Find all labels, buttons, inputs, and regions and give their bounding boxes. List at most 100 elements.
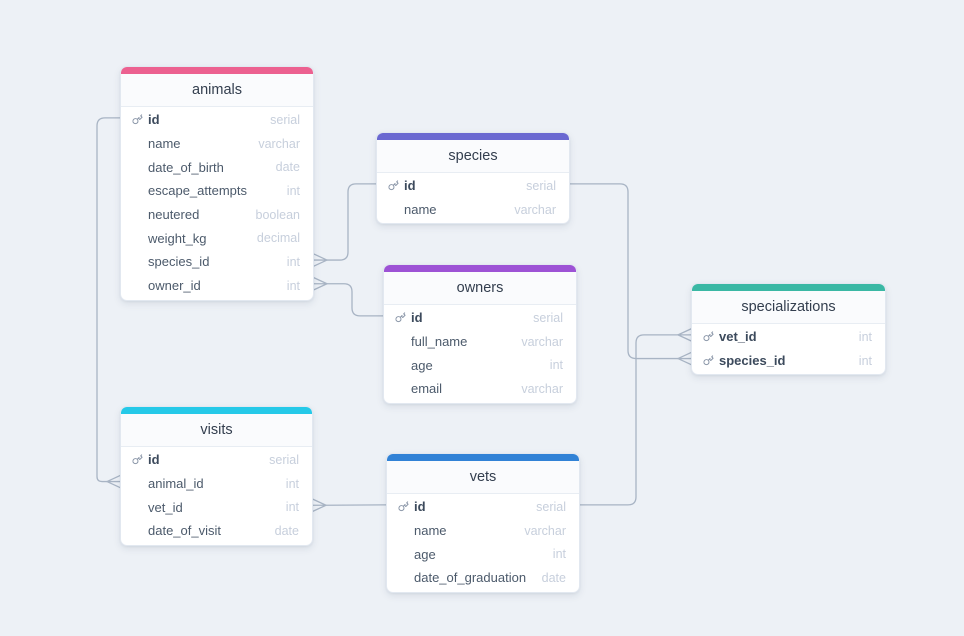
column-row-owners-full_name: full_name varchar [384, 330, 576, 354]
column-type: int [858, 329, 872, 344]
table-title-specializations: specializations [692, 291, 885, 324]
column-name: id [148, 452, 160, 468]
crows-foot-many-marker [313, 253, 328, 267]
primary-key-icon [703, 331, 719, 342]
column-name: email [411, 381, 443, 397]
column-type: varchar [514, 202, 556, 217]
column-name: owner_id [148, 278, 201, 294]
column-type: serial [269, 452, 299, 467]
column-name: name [148, 136, 181, 152]
column-name: vet_id [719, 329, 757, 345]
column-row-vets-id: id serial [387, 495, 579, 519]
column-type: varchar [521, 334, 563, 349]
column-type: serial [270, 112, 300, 127]
column-name: age [414, 546, 436, 562]
table-accent-bar [387, 454, 579, 461]
relationship-line [326, 183, 377, 261]
column-row-animals-date_of_birth: date_of_birth date [121, 155, 313, 179]
column-name: date_of_visit [148, 523, 221, 539]
column-row-species-name: name varchar [377, 198, 569, 222]
primary-key-icon [395, 312, 411, 323]
column-type: serial [536, 499, 566, 514]
column-row-animals-owner_id: owner_id int [121, 274, 313, 298]
primary-key-icon [703, 355, 719, 366]
table-species[interactable]: species id serial name varchar [376, 132, 570, 225]
column-type: int [549, 358, 563, 373]
column-name: weight_kg [148, 230, 207, 246]
column-name: id [414, 499, 426, 515]
primary-key-icon [132, 454, 148, 465]
column-name: name [404, 202, 437, 218]
column-row-species-id: id serial [377, 174, 569, 198]
column-type: int [286, 254, 300, 269]
column-type: varchar [258, 136, 300, 151]
primary-key-icon [132, 114, 148, 125]
crows-foot-many-marker [106, 474, 121, 489]
relationship-animals-species_id-to-species-id [313, 183, 377, 267]
column-row-vets-age: age int [387, 542, 579, 566]
relationship-animals-owner_id-to-owners-id [313, 277, 384, 317]
column-name: neutered [148, 207, 200, 223]
column-type: date [275, 160, 300, 175]
table-title-species: species [377, 140, 569, 173]
table-columns: id serial name varchar [377, 173, 569, 223]
column-name: name [414, 523, 447, 539]
column-row-visits-date_of_visit: date_of_visit date [121, 519, 312, 543]
primary-key-icon [398, 501, 414, 512]
table-accent-bar [121, 407, 312, 414]
relationship-specializations-vet_id-to-vets-id [579, 328, 692, 506]
relationship-line [326, 283, 384, 317]
column-type: int [286, 183, 300, 198]
column-name: vet_id [148, 499, 183, 515]
table-title-vets: vets [387, 461, 579, 494]
table-title-visits: visits [121, 414, 312, 447]
column-type: int [552, 547, 566, 562]
column-row-animals-name: name varchar [121, 132, 313, 156]
table-accent-bar [692, 284, 885, 291]
column-type: boolean [255, 207, 301, 222]
column-name: id [411, 310, 423, 326]
crows-foot-many-marker [677, 351, 692, 366]
table-title-owners: owners [384, 272, 576, 305]
column-name: species_id [719, 353, 786, 369]
column-name: animal_id [148, 476, 204, 492]
primary-key-icon [388, 180, 404, 191]
column-row-animals-species_id: species_id int [121, 250, 313, 274]
column-type: serial [526, 178, 556, 193]
column-name: date_of_birth [148, 159, 224, 175]
column-row-animals-neutered: neutered boolean [121, 203, 313, 227]
column-name: id [404, 178, 416, 194]
column-row-owners-age: age int [384, 353, 576, 377]
table-title-animals: animals [121, 74, 313, 107]
column-row-visits-id: id serial [121, 448, 312, 472]
column-type: int [285, 500, 299, 515]
relationship-specializations-species_id-to-species-id [569, 183, 692, 366]
column-name: species_id [148, 254, 210, 270]
column-type: date [274, 523, 299, 538]
column-type: int [286, 278, 300, 293]
table-accent-bar [384, 265, 576, 272]
table-accent-bar [377, 133, 569, 140]
column-name: age [411, 357, 433, 373]
column-name: date_of_graduation [414, 570, 527, 586]
column-name: full_name [411, 334, 468, 350]
